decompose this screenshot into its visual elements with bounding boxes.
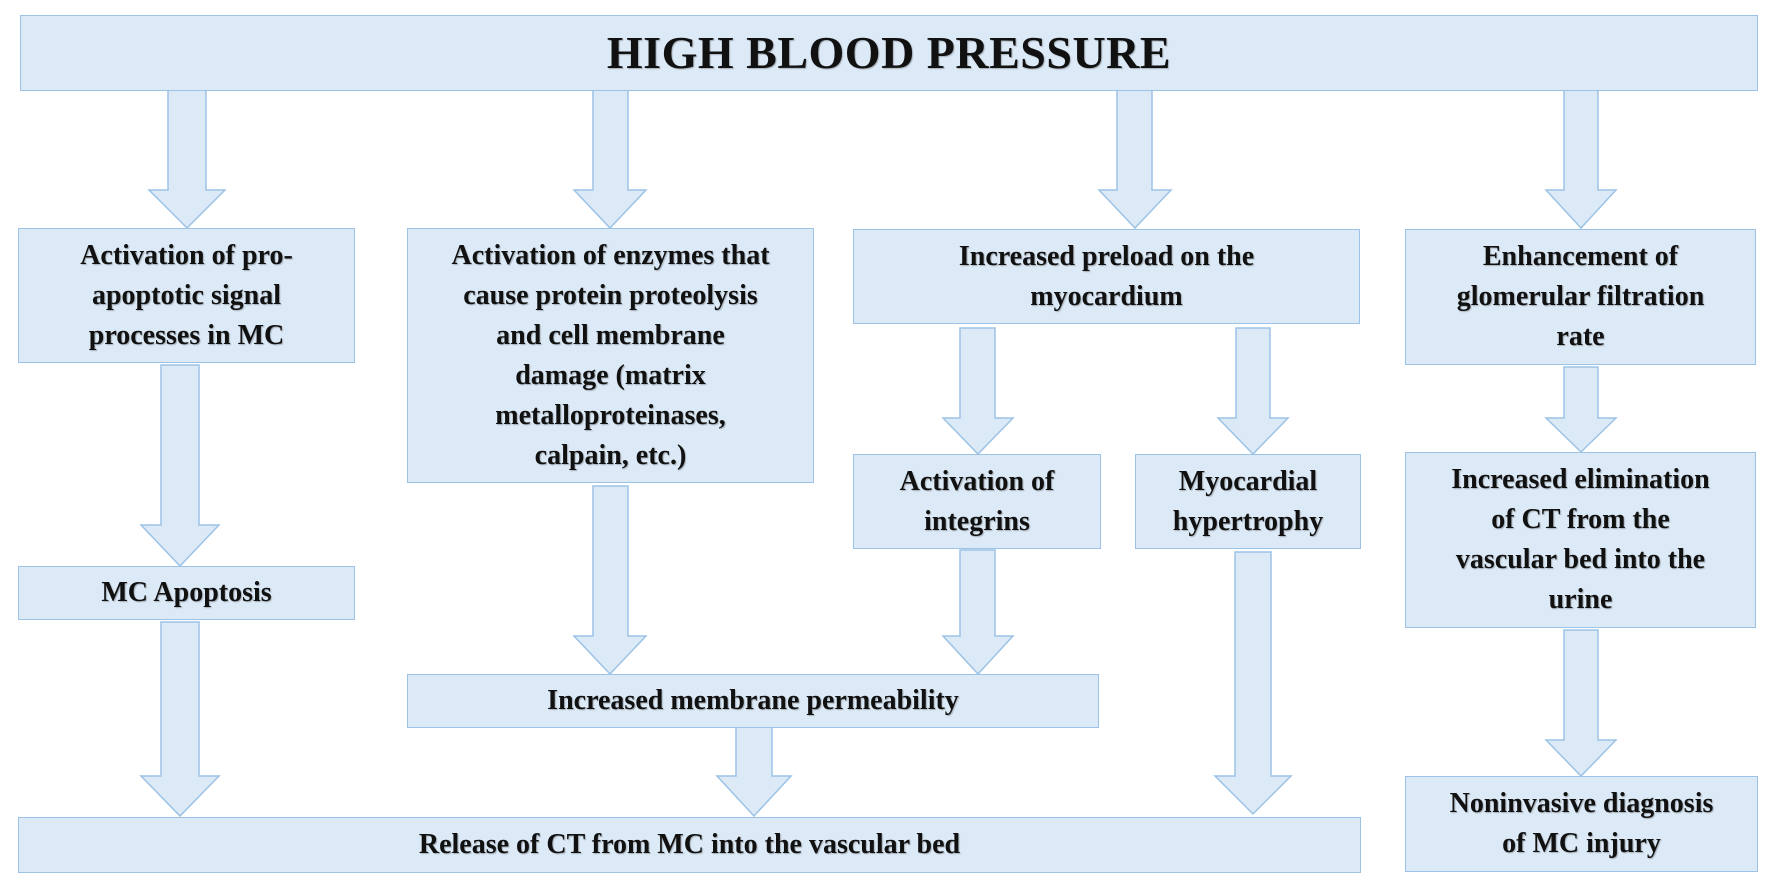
node-myocardial-hypertrophy: Myocardial hypertrophy (1135, 454, 1361, 549)
diagram-title: HIGH BLOOD PRESSURE (20, 15, 1758, 91)
node-text: MC Apoptosis (101, 577, 272, 608)
node-pro-apoptotic-signals: Activation of pro- apoptotic signal proc… (18, 228, 355, 363)
node-noninvasive-diagnosis: Noninvasive diagnosis of MC injury (1405, 776, 1758, 872)
arrow-enzymes-to-permeability (572, 485, 648, 676)
node-text: Activation of pro- apoptotic signal proc… (80, 239, 293, 351)
node-membrane-permeability: Increased membrane permeability (407, 674, 1099, 728)
arrow-elimination-to-diagnosis (1544, 629, 1618, 778)
node-ct-elimination: Increased elimination of CT from the vas… (1405, 452, 1756, 628)
node-text: Release of CT from MC into the vascular … (418, 829, 961, 860)
arrow-gfr-to-elimination (1544, 366, 1618, 454)
title-text: HIGH BLOOD PRESSURE (606, 27, 1172, 78)
node-text: Noninvasive diagnosis of MC injury (1449, 788, 1714, 859)
arrow-preload-to-hypertrophy (1216, 327, 1290, 456)
arrow-bp-to-preload (1097, 89, 1173, 230)
node-text: Activation of enzymes that cause protein… (451, 239, 770, 471)
node-mc-apoptosis: MC Apoptosis (18, 566, 355, 620)
arrow-hypertrophy-to-release (1213, 551, 1293, 816)
node-text: Increased preload on the myocardium (958, 240, 1255, 312)
node-ct-release: Release of CT from MC into the vascular … (18, 817, 1361, 873)
arrow-bp-to-pro-apoptotic (147, 89, 227, 230)
node-text: Myocardial hypertrophy (1172, 465, 1324, 537)
arrow-pro-apoptotic-to-apoptosis (139, 364, 221, 568)
node-text: Enhancement of glomerular filtration rat… (1456, 241, 1705, 352)
arrow-bp-to-enzymes (572, 89, 648, 230)
arrow-preload-to-integrins (941, 327, 1015, 456)
node-text: Activation of integrins (899, 465, 1055, 537)
node-text: Increased elimination of CT from the vas… (1451, 464, 1710, 615)
node-glomerular-filtration: Enhancement of glomerular filtration rat… (1405, 229, 1756, 365)
node-integrin-activation: Activation of integrins (853, 454, 1101, 549)
arrow-integrins-to-permeability (941, 549, 1015, 676)
node-enzyme-activation: Activation of enzymes that cause protein… (407, 228, 814, 483)
arrow-apoptosis-to-release (139, 621, 221, 818)
arrow-bp-to-gfr (1544, 89, 1618, 230)
node-text: Increased membrane permeability (547, 685, 959, 716)
node-increased-preload: Increased preload on the myocardium (853, 229, 1360, 324)
arrow-permeability-to-release (715, 724, 793, 818)
